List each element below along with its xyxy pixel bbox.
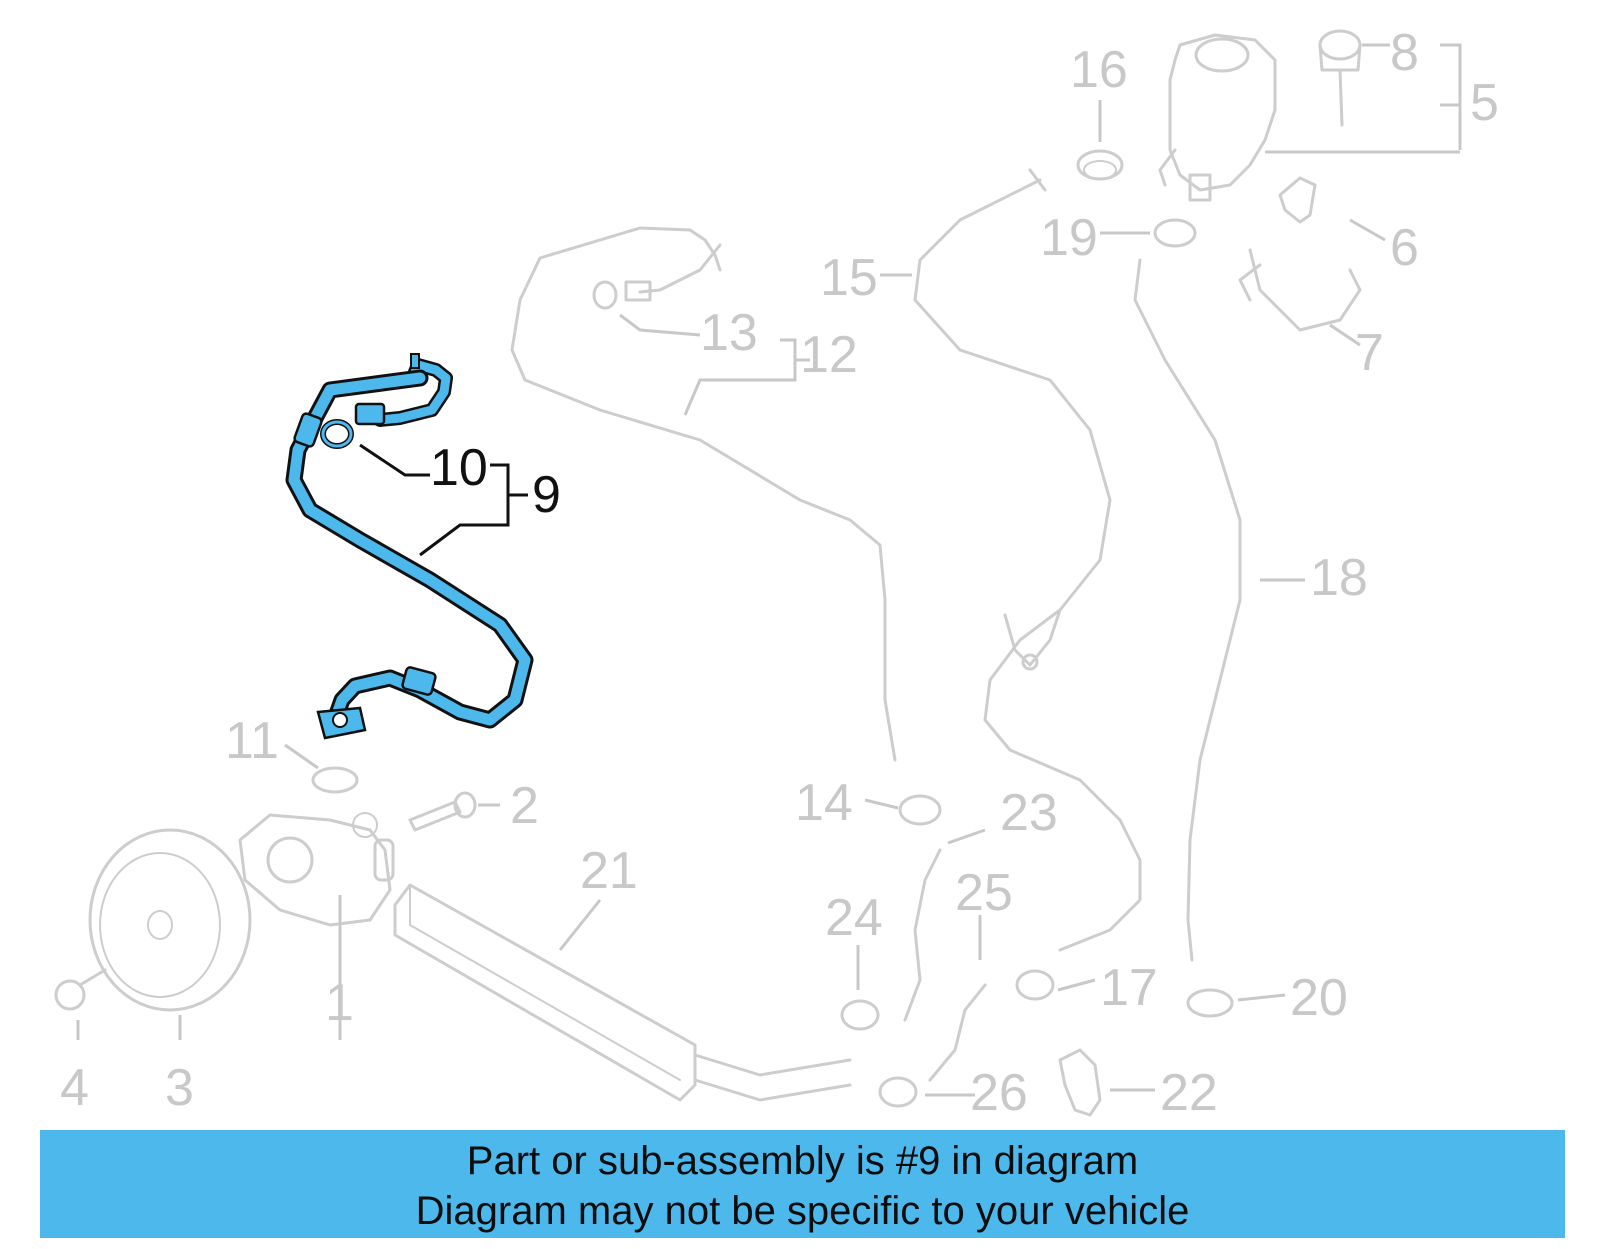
callout-21: 21	[580, 842, 638, 900]
part-8-cap	[1318, 29, 1362, 127]
part-14-clamp	[898, 794, 942, 826]
part-12-hose	[510, 226, 897, 762]
part-4-bolt	[54, 968, 107, 1011]
callout-labels: 1 2 3 4 5 6 7 8 9 10 11 12 13 14 15 16 1…	[60, 24, 1499, 1122]
callout-16: 16	[1070, 41, 1128, 99]
callout-22: 22	[1160, 1064, 1218, 1122]
callout-26: 26	[970, 1064, 1028, 1122]
callout-14: 14	[795, 774, 853, 832]
part-25-hose	[928, 983, 987, 1082]
leader-lines	[76, 43, 1462, 1097]
callout-19: 19	[1040, 209, 1098, 267]
part-10-o-ring[interactable]	[320, 419, 354, 449]
callout-11: 11	[225, 712, 279, 770]
part-24-clamp	[840, 999, 880, 1031]
part-23-hose	[903, 848, 942, 1022]
callout-4: 4	[60, 1059, 89, 1117]
part-18-suction-hose	[1133, 258, 1242, 962]
callout-7: 7	[1355, 324, 1384, 382]
callout-24: 24	[825, 889, 883, 947]
callout-9: 9	[532, 466, 561, 524]
part-26-clamp	[878, 1076, 918, 1108]
bracket-on-hose	[1003, 608, 1062, 671]
callout-3: 3	[165, 1059, 194, 1117]
part-22-bracket	[1058, 1048, 1102, 1117]
callout-25: 25	[955, 864, 1013, 922]
part-16-clamp	[1076, 149, 1124, 181]
part-13-o-ring	[592, 280, 618, 310]
callout-10: 10	[430, 439, 488, 497]
part-21-cooler	[393, 883, 852, 1102]
callout-23: 23	[1000, 784, 1058, 842]
callout-2: 2	[510, 777, 539, 835]
part-7-bracket	[1238, 248, 1362, 332]
callout-5: 5	[1470, 74, 1499, 132]
info-banner: Part or sub-assembly is #9 in diagram Di…	[40, 1130, 1565, 1238]
part-19-clamp	[1153, 218, 1197, 248]
banner-line-2: Diagram may not be specific to your vehi…	[415, 1189, 1190, 1233]
part-20-clamp	[1186, 988, 1234, 1018]
callout-15: 15	[820, 249, 878, 307]
part-2-bolt	[408, 791, 477, 832]
callout-12: 12	[800, 326, 858, 384]
part-9-pressure-hose[interactable]	[285, 353, 534, 740]
part-3-pulley	[88, 828, 252, 1012]
part-17-clamp	[1015, 969, 1055, 1001]
callout-13: 13	[700, 304, 758, 362]
callout-17: 17	[1100, 959, 1158, 1017]
banner-line-1: Part or sub-assembly is #9 in diagram	[466, 1139, 1139, 1183]
part-5-reservoir	[1158, 33, 1277, 202]
part-6-bracket	[1278, 176, 1317, 224]
callout-6: 6	[1390, 219, 1419, 277]
part-11-o-ring	[311, 766, 359, 794]
part-15-return-hose	[913, 168, 1142, 952]
callout-18: 18	[1310, 549, 1368, 607]
callout-20: 20	[1290, 969, 1348, 1027]
part-1-pump	[238, 812, 395, 927]
callout-8: 8	[1390, 24, 1419, 82]
callout-1: 1	[325, 974, 354, 1032]
